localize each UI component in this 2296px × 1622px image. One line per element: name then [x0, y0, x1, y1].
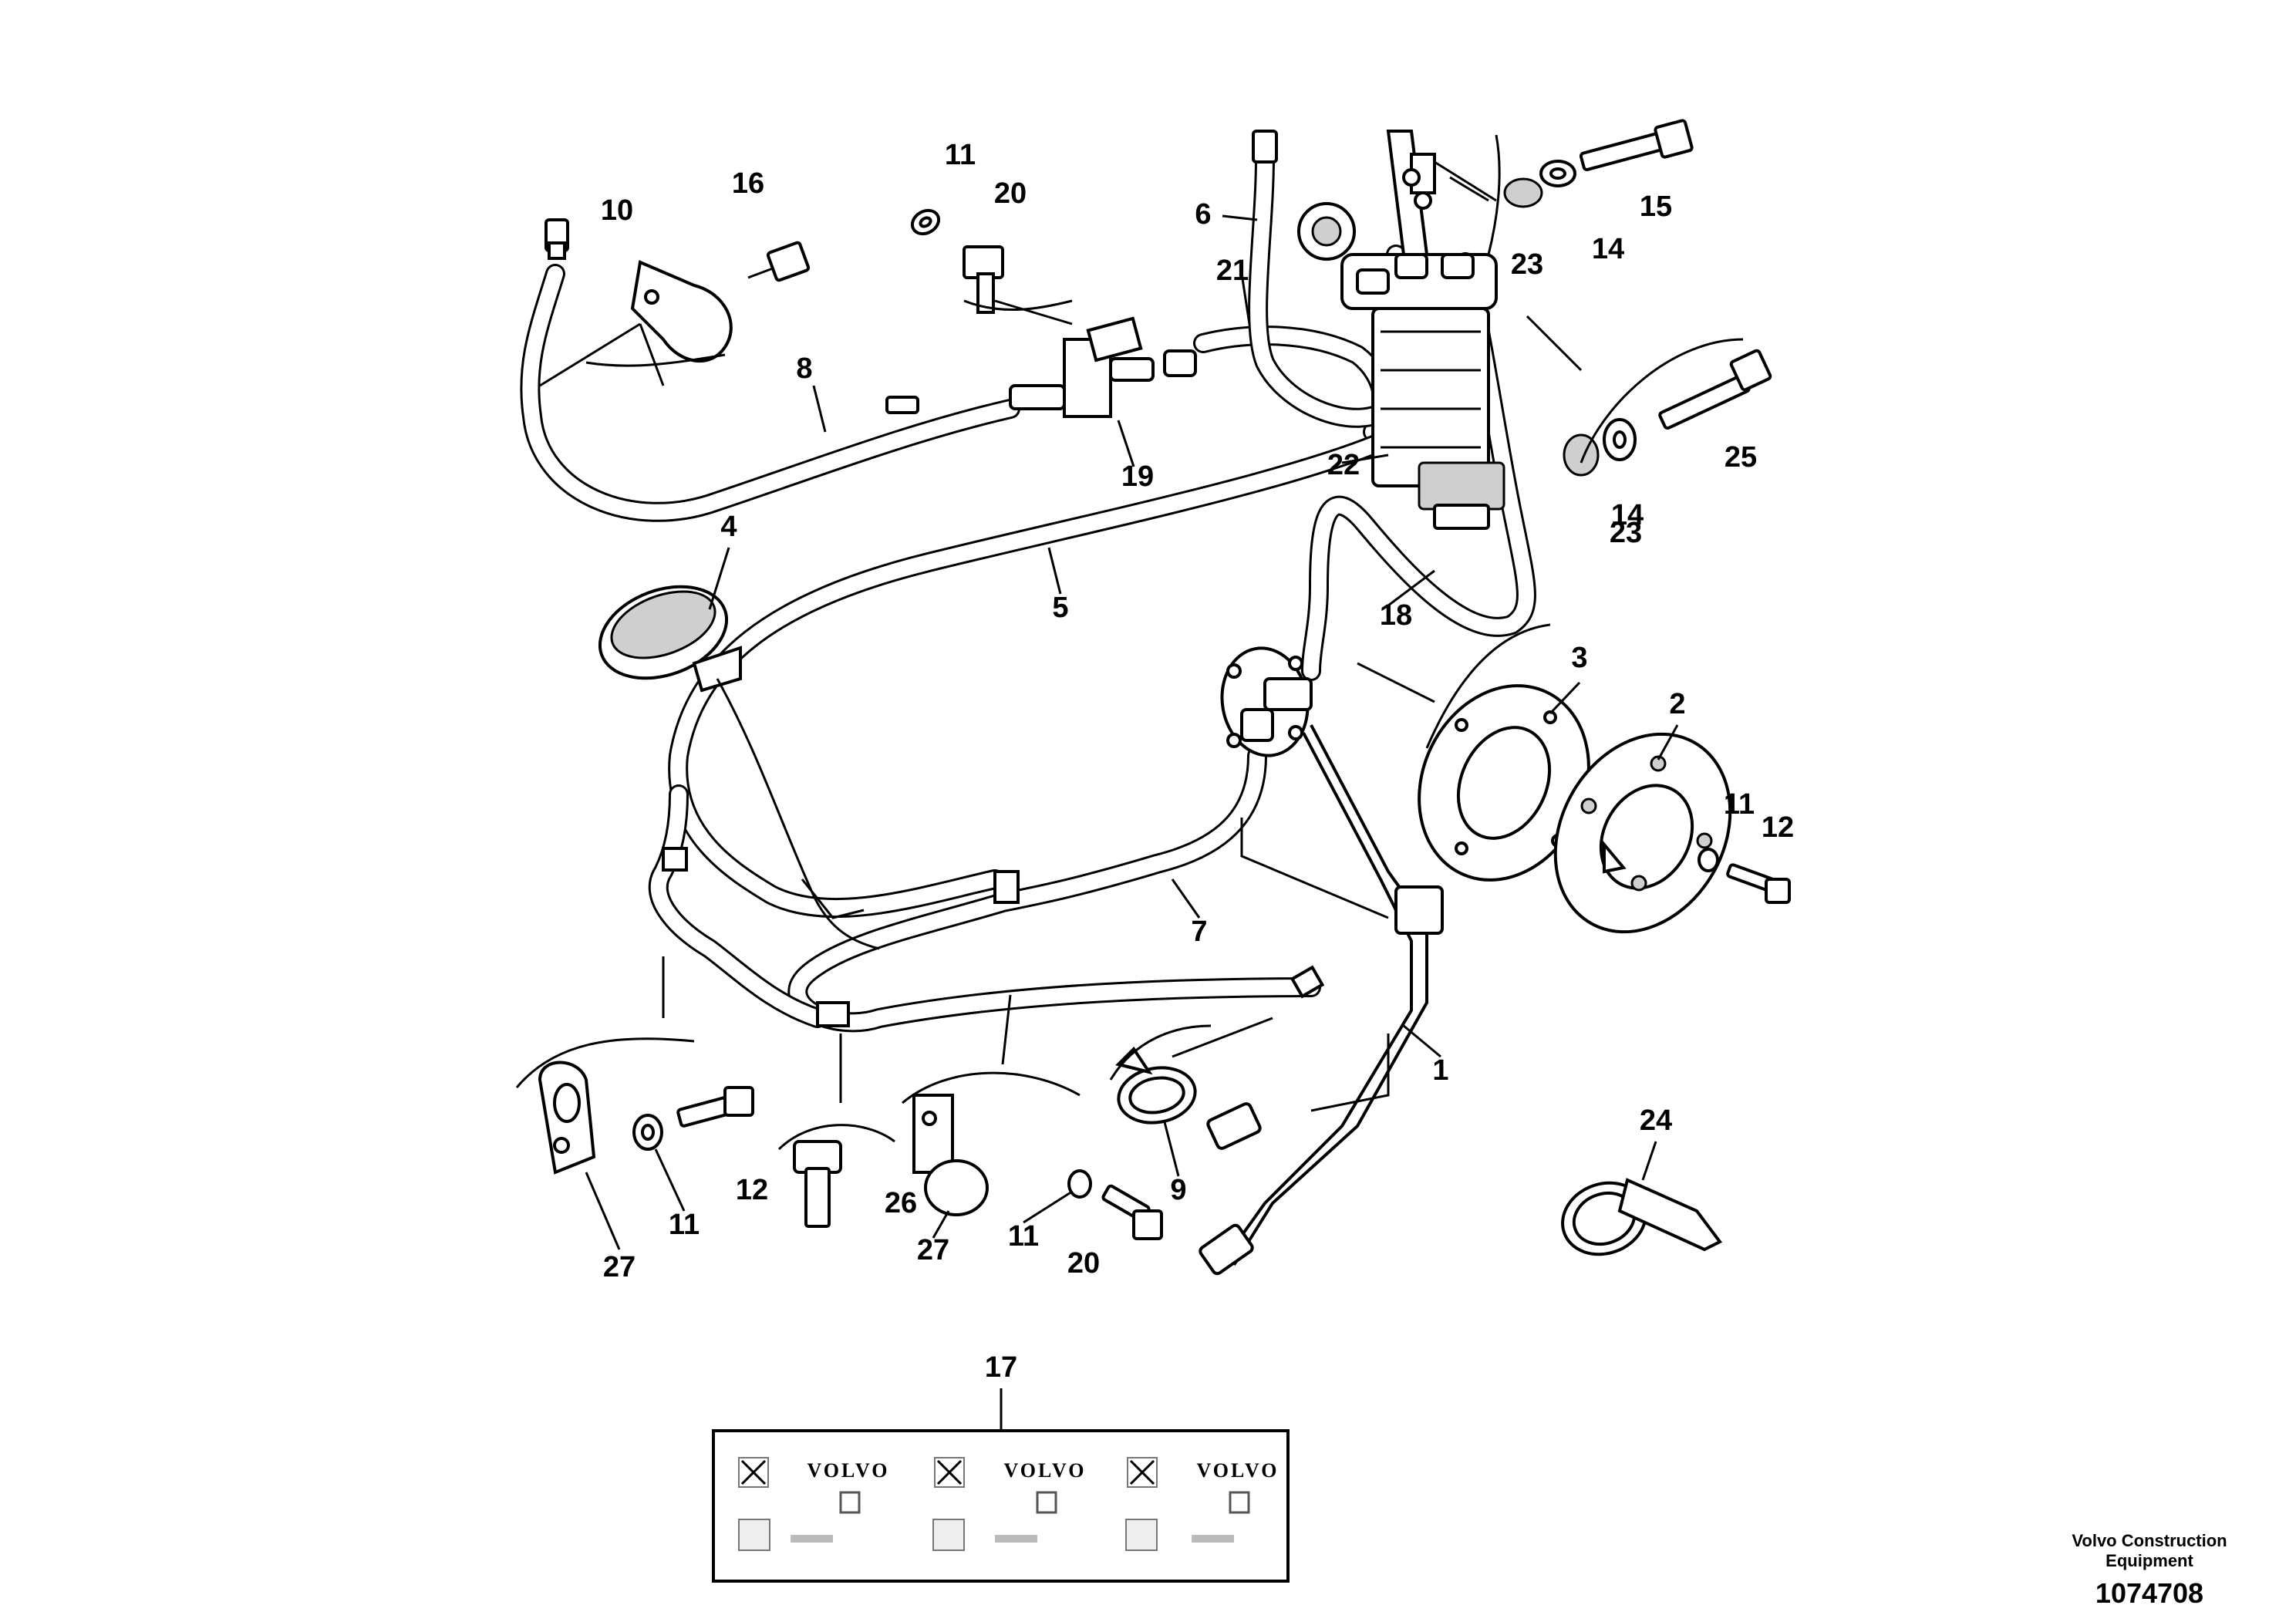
- callout-22: 22: [1327, 449, 1360, 481]
- hose-clip: [816, 1001, 850, 1027]
- callout-9: 9: [1170, 1174, 1186, 1206]
- callout-12-right: 12: [1762, 811, 1794, 844]
- bolt-15: [1579, 119, 1694, 171]
- callout-11-left: 11: [669, 1209, 700, 1241]
- hose-clamp-9: [1115, 1046, 1197, 1125]
- washer-11-top: [910, 208, 941, 236]
- bolt-20-top: [963, 245, 1004, 314]
- callout-11-middle: 11: [1008, 1220, 1039, 1253]
- callout-23-lower: 23: [1610, 517, 1642, 549]
- callout-5: 5: [1052, 592, 1068, 624]
- detail-callout-arcs: [515, 134, 1744, 1151]
- p-clamp-27-middle: [912, 1094, 989, 1216]
- drawing-number: 1074708: [2095, 1577, 2204, 1609]
- bolt-26: [793, 1140, 842, 1228]
- decal-brand-3: VOLVO: [1197, 1459, 1279, 1482]
- callout-19: 19: [1121, 460, 1154, 493]
- bolt-20-bottom: [1101, 1184, 1163, 1240]
- decal-set-2: VOLVO: [932, 1457, 1087, 1551]
- no-open-flame-icon: [1129, 1459, 1155, 1485]
- hose-clip: [993, 870, 1020, 904]
- washer-14-top: [1539, 160, 1576, 187]
- bolt-12-left: [676, 1086, 754, 1128]
- inline-filter-19: [1009, 316, 1197, 418]
- washer-11-left: [632, 1114, 663, 1151]
- decal-brand-2: VOLVO: [1004, 1459, 1087, 1482]
- decal-sheet-17: VOLVO VOLVO VOLVO: [712, 1429, 1290, 1583]
- fuel-filter-22: [1297, 130, 1505, 530]
- callout-12-left: 12: [736, 1174, 768, 1206]
- callout-10: 10: [601, 194, 633, 227]
- callout-14-top: 14: [1592, 233, 1624, 265]
- callout-6: 6: [1195, 198, 1211, 231]
- callout-4: 4: [720, 511, 737, 543]
- callout-20-top: 20: [994, 177, 1027, 210]
- callout-27-middle: 27: [917, 1234, 949, 1266]
- nut-23-top: [1503, 177, 1543, 208]
- cable-tie-24: [1561, 1178, 1723, 1256]
- no-open-flame-icon: [740, 1459, 767, 1485]
- callout-8: 8: [796, 352, 812, 385]
- hose-8: [520, 218, 1020, 522]
- decal-set-3: VOLVO: [1125, 1457, 1279, 1551]
- callout-23-top: 23: [1511, 248, 1543, 281]
- callout-3: 3: [1571, 642, 1587, 674]
- filler-cap-4: [598, 585, 880, 950]
- bolt-25: [1658, 349, 1772, 430]
- washer-14-lower: [1603, 418, 1637, 461]
- hose-clip: [662, 847, 688, 872]
- no-open-flame-icon: [936, 1459, 963, 1485]
- washer-11-middle: [1067, 1169, 1092, 1199]
- nut-23-lower: [1563, 433, 1600, 477]
- callout-25: 25: [1725, 441, 1757, 474]
- hose-7: [787, 746, 1321, 1033]
- callout-1: 1: [1432, 1054, 1448, 1087]
- callout-11-top: 11: [945, 139, 976, 171]
- fuel-pump-icon: [1036, 1491, 1057, 1514]
- leader-lines: [585, 214, 1679, 1431]
- callout-7: 7: [1191, 916, 1207, 948]
- callout-11-right: 11: [1724, 788, 1755, 821]
- callout-27-left: 27: [603, 1251, 636, 1283]
- fuel-pump-icon: [839, 1491, 861, 1514]
- p-clamp-27-left: [538, 1061, 596, 1175]
- callout-26: 26: [885, 1187, 917, 1219]
- hose-end-fitting: [1290, 965, 1325, 999]
- decal-set-1: VOLVO: [738, 1457, 890, 1551]
- callout-17: 17: [985, 1351, 1017, 1384]
- tank-sender-unit-1: [1199, 646, 1444, 1276]
- bolt-16: [747, 241, 811, 282]
- callout-16: 16: [732, 167, 764, 200]
- clamp-ring-2: [1553, 732, 1732, 934]
- bolt-12-right: [1726, 863, 1791, 904]
- washer-11-right: [1698, 848, 1719, 872]
- decal-brand-1: VOLVO: [807, 1459, 890, 1482]
- callout-labels: 1 2 3 4 5 6 7 8 9 10 11 11 11 11 12 12 1…: [601, 139, 1794, 1384]
- callout-15: 15: [1640, 191, 1672, 223]
- callout-24: 24: [1640, 1104, 1672, 1137]
- p-clamp-10: [630, 260, 733, 363]
- callout-14-lower: 14: [1611, 499, 1644, 531]
- callout-18: 18: [1380, 599, 1412, 632]
- company-name: Volvo Construction Equipment: [2072, 1531, 2227, 1570]
- callout-20-bottom: 20: [1067, 1247, 1100, 1280]
- callout-2: 2: [1669, 688, 1685, 720]
- fuel-pump-icon: [1229, 1491, 1250, 1514]
- hose-18: [1301, 252, 1536, 681]
